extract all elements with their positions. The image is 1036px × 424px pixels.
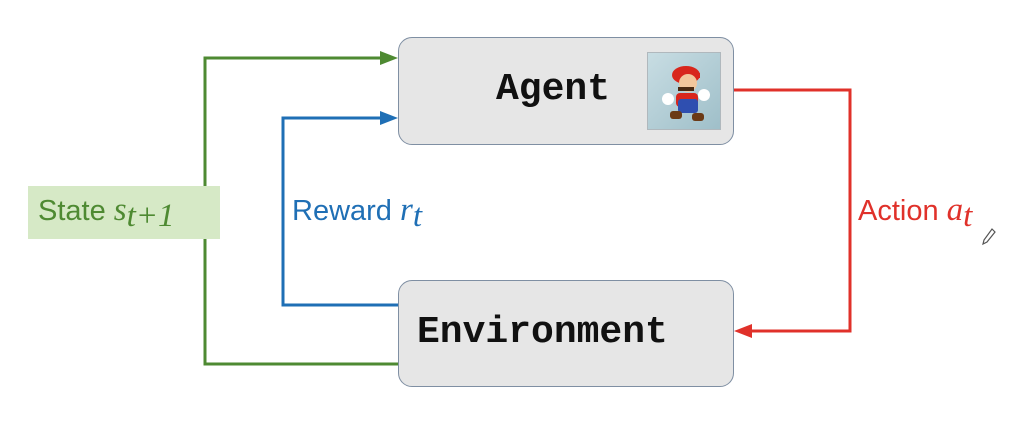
state-label: State st+1 bbox=[28, 186, 220, 239]
mario-icon bbox=[647, 52, 721, 130]
action-label: Action at bbox=[858, 192, 972, 235]
environment-title: Environment bbox=[417, 311, 668, 354]
reward-subscript: t bbox=[412, 198, 423, 234]
state-word: State bbox=[38, 195, 106, 227]
agent-box: Agent bbox=[398, 37, 734, 145]
state-subscript: t+1 bbox=[126, 198, 175, 234]
reward-label: Reward rt bbox=[292, 192, 422, 235]
action-symbol: a bbox=[946, 192, 964, 228]
action-word: Action bbox=[858, 195, 939, 227]
action-arrow bbox=[734, 88, 852, 338]
action-subscript: t bbox=[963, 198, 973, 234]
environment-box: Environment bbox=[398, 280, 734, 387]
agent-title: Agent bbox=[496, 68, 611, 111]
pencil-icon bbox=[982, 228, 996, 246]
state-symbol: s bbox=[113, 192, 127, 228]
reward-word: Reward bbox=[292, 195, 392, 227]
reward-symbol: r bbox=[400, 192, 413, 228]
reward-arrow bbox=[281, 111, 398, 307]
